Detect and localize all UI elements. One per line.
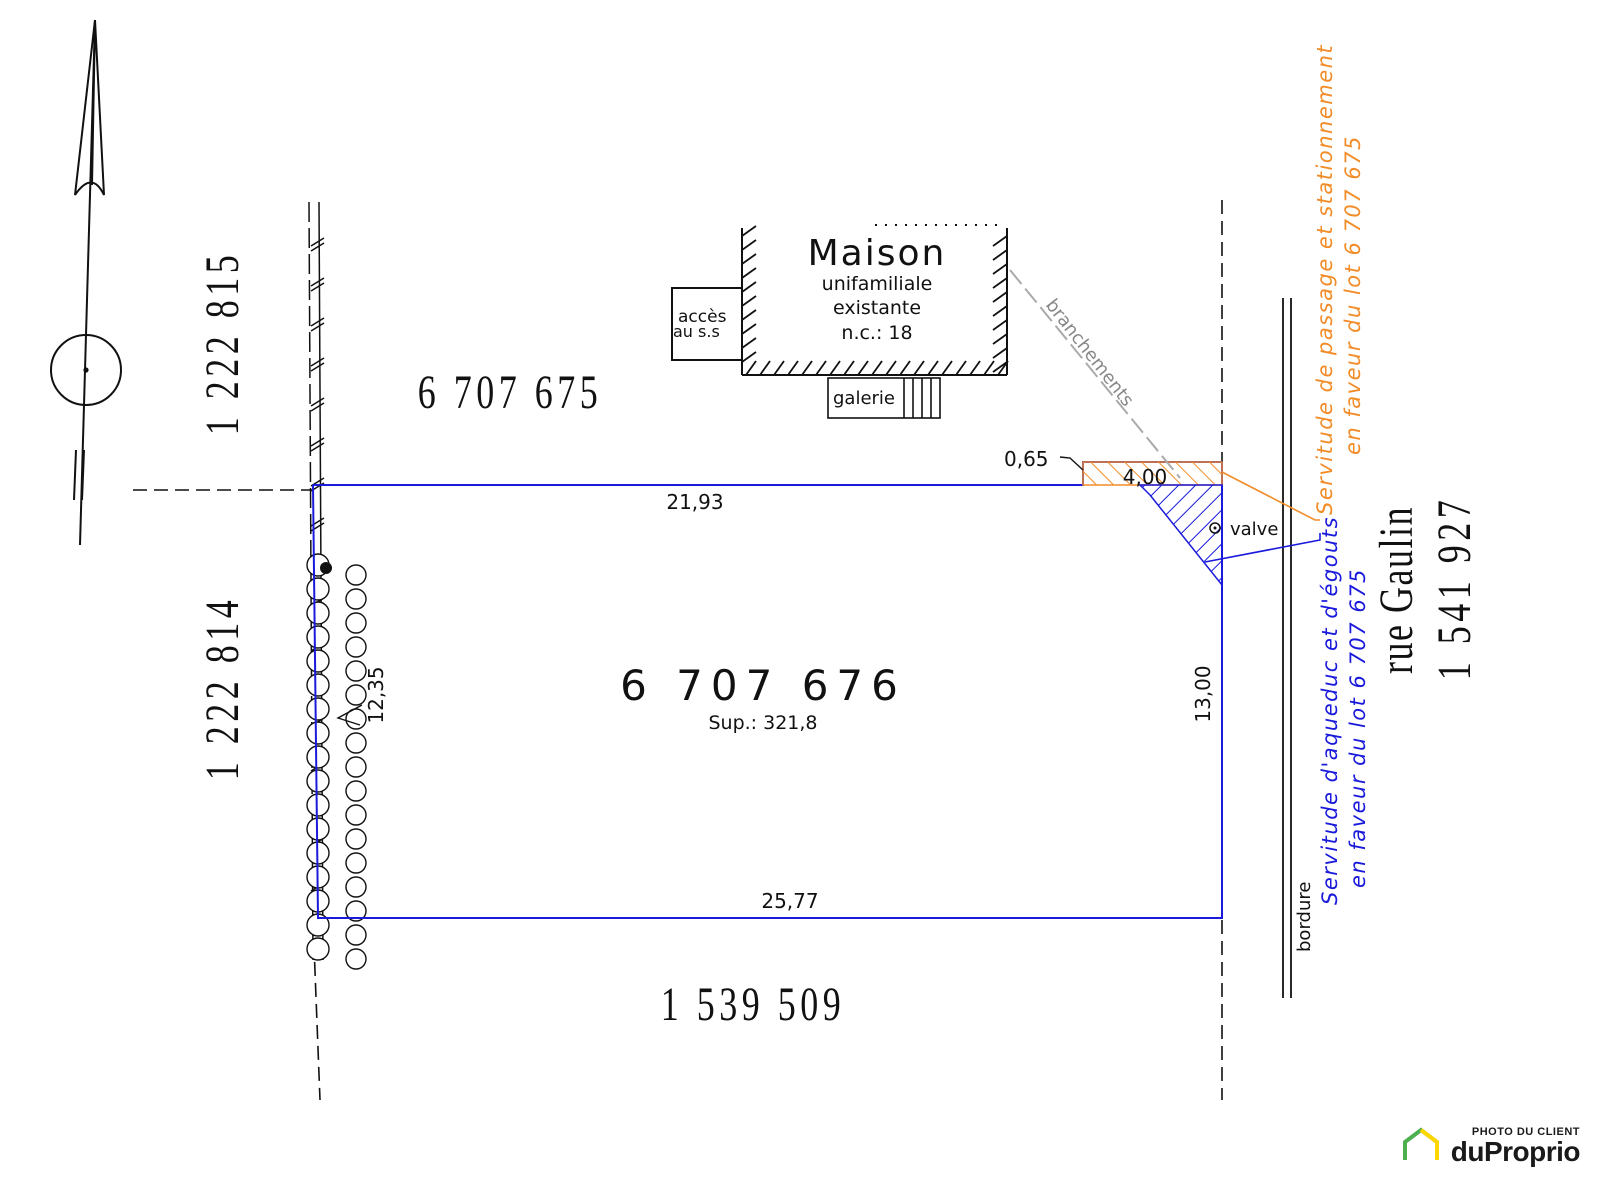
- fence-tick: [310, 357, 325, 372]
- bush-icon: [345, 876, 367, 898]
- utilities-easement-area: [1138, 484, 1223, 588]
- bush-icon: [345, 828, 367, 850]
- fence-tick: [310, 397, 325, 412]
- dim-step-leader: [1059, 456, 1084, 471]
- lot-west-upper: 1 222 815: [196, 251, 249, 435]
- lot-west-lower: 1 222 814: [196, 596, 249, 780]
- house-line3: existante: [833, 297, 921, 319]
- curb-label: bordure: [1294, 882, 1315, 952]
- parking-easement-leader: [1221, 471, 1320, 521]
- parking-easement-label-2: en faveur du lot 6 707 675: [1341, 135, 1365, 455]
- dim-south: 25,77: [761, 889, 818, 913]
- annex-label-2: au s.s: [673, 322, 720, 341]
- lot-main: 6 707 676: [620, 661, 906, 710]
- bush-icon: [306, 793, 330, 817]
- bush-icon: [345, 948, 367, 970]
- branchements-line: [1009, 269, 1181, 479]
- bush-icon: [345, 588, 367, 610]
- utilities-easement-label-2: en faveur du lot 6 707 675: [1346, 568, 1370, 888]
- fence-tick: [310, 277, 325, 292]
- annex-box: [671, 287, 743, 361]
- duproprio-watermark: PHOTO DU CLIENT duProprio: [1402, 1126, 1581, 1167]
- dim-step-offset: 0,65: [1004, 447, 1049, 471]
- bush-icon: [306, 769, 330, 793]
- bush-icon: [306, 937, 330, 961]
- bush-icon: [306, 625, 330, 649]
- bush-icon: [345, 900, 367, 922]
- dim-west-leader: [336, 704, 363, 726]
- duproprio-logo-icon: [1402, 1127, 1439, 1160]
- bush-icon: [345, 756, 367, 778]
- bush-icon: [345, 612, 367, 634]
- lot-street: 1 541 927: [1428, 496, 1481, 680]
- valve-label: valve: [1230, 519, 1278, 540]
- street-name: rue Gaulin: [1370, 506, 1423, 674]
- curb-line: [1282, 298, 1292, 998]
- dim-west: 12,35: [364, 666, 388, 723]
- bush-icon: [345, 636, 367, 658]
- bush-icon: [306, 601, 330, 625]
- dim-north: 21,93: [666, 490, 723, 514]
- parking-easement-label-1: Servitude de passage et stationnement: [1313, 44, 1337, 515]
- porch-box: [827, 377, 941, 419]
- house-civic: n.c.: 18: [841, 322, 912, 344]
- bush-icon: [345, 924, 367, 946]
- bush-icon: [345, 660, 367, 682]
- brand-tagline: PHOTO DU CLIENT: [1471, 1126, 1580, 1138]
- bush-icon: [306, 673, 330, 697]
- survey-marker-icon: [320, 562, 332, 574]
- annex-label-1: accès: [678, 307, 727, 327]
- porch-label: galerie: [833, 388, 895, 409]
- dim-east: 13,00: [1191, 665, 1215, 722]
- branchements-label: branchements: [1041, 295, 1138, 410]
- lot-north: 6 707 675: [418, 366, 602, 419]
- dim-easement-width: 4,00: [1123, 465, 1168, 489]
- hedge-icon: [306, 553, 367, 970]
- bush-icon: [306, 721, 330, 745]
- utilities-easement-label-1: Servitude d'aqueduc et d'égouts: [1318, 516, 1342, 905]
- fence-tick: [310, 317, 325, 332]
- lot-south: 1 539 509: [661, 978, 845, 1031]
- bush-icon: [345, 804, 367, 826]
- fence-tick: [310, 237, 325, 252]
- bush-icon: [345, 564, 367, 586]
- valve-icon: [1209, 522, 1221, 534]
- house-line2: unifamiliale: [822, 273, 933, 295]
- bush-icon: [306, 649, 330, 673]
- lot-area: Sup.: 321,8: [708, 712, 817, 734]
- bush-icon: [306, 745, 330, 769]
- bush-icon: [306, 577, 330, 601]
- brand-name: duProprio: [1450, 1136, 1581, 1167]
- bush-icon: [345, 852, 367, 874]
- bush-icon: [345, 684, 367, 706]
- bush-icon: [345, 780, 367, 802]
- bush-icon: [306, 697, 330, 721]
- bush-icon: [345, 732, 367, 754]
- north-arrow-icon: [50, 19, 122, 546]
- fence-tick: [310, 437, 325, 452]
- utilities-easement-leader: [1204, 533, 1321, 563]
- house-title: Maison: [808, 233, 947, 274]
